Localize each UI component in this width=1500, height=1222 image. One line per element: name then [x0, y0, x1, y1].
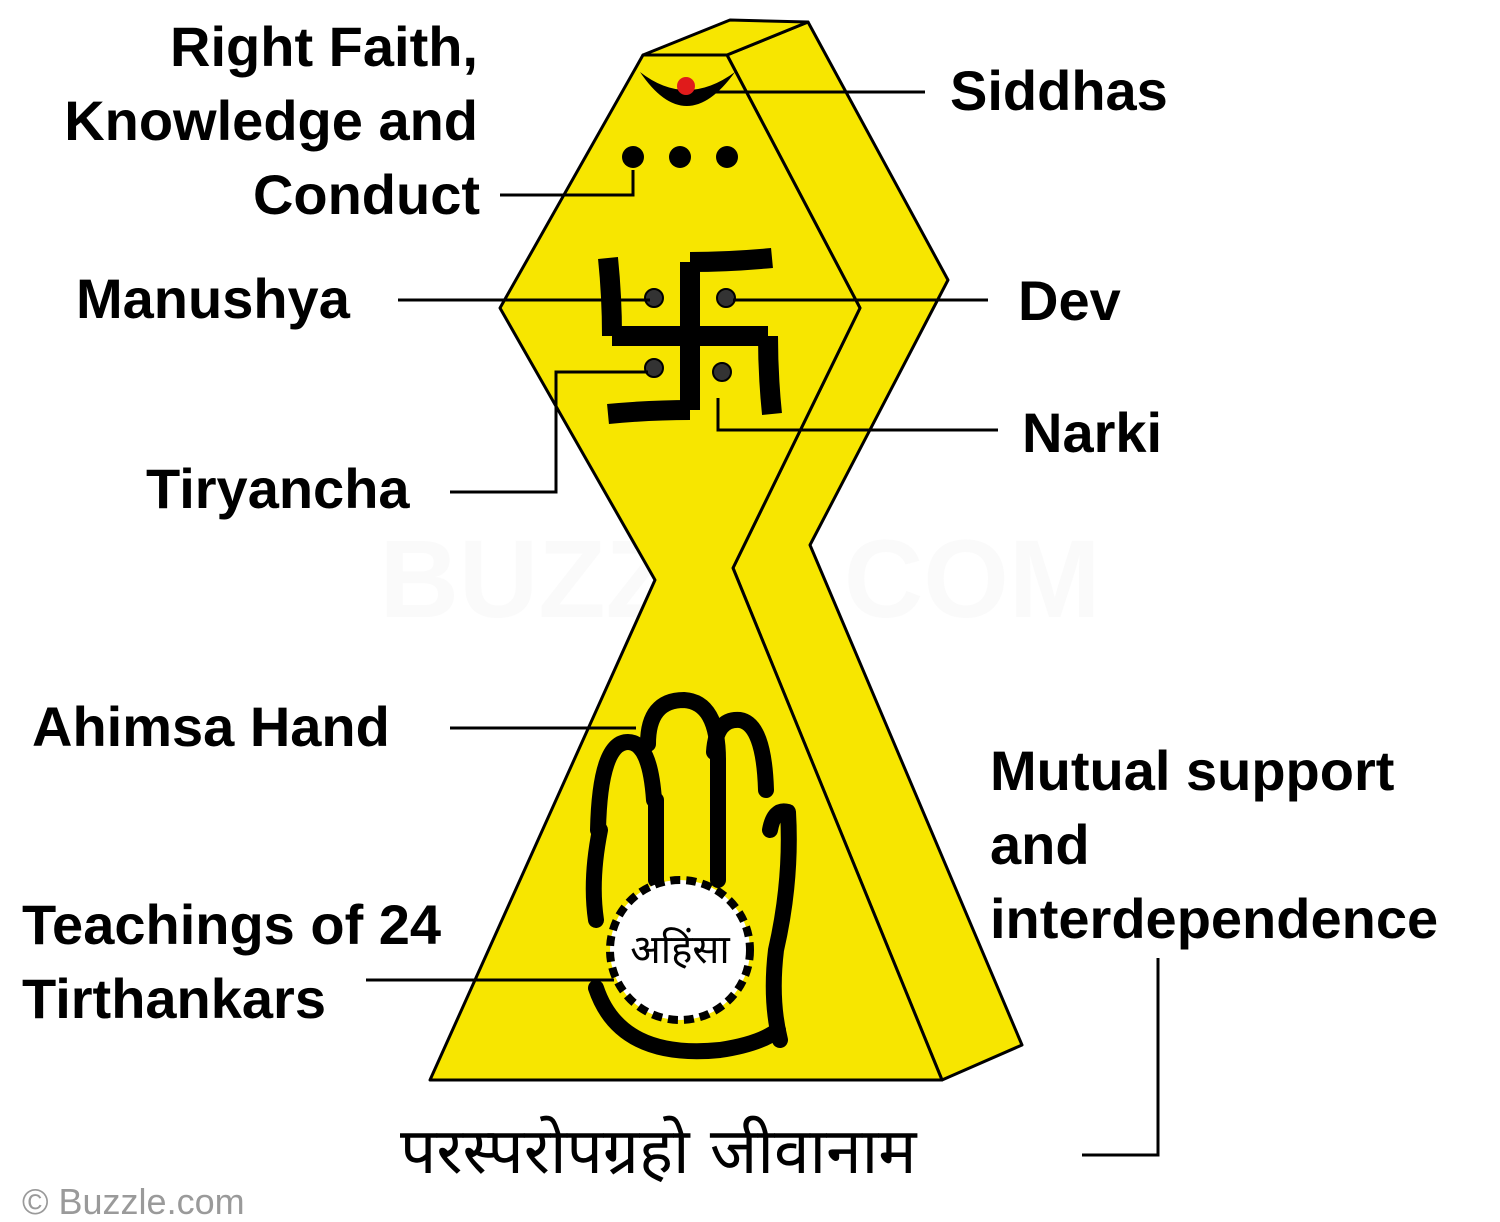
label-narki: Narki — [1022, 401, 1163, 464]
label-mutual-3: interdependence — [990, 887, 1439, 950]
label-ahimsa-hand: Ahimsa Hand — [32, 695, 390, 758]
leader-right-faith — [500, 170, 635, 197]
label-mutual-2: and — [990, 813, 1090, 876]
ratna-dot-3 — [716, 146, 738, 168]
leader-narki — [716, 398, 998, 432]
palm-text: अहिंसा — [630, 927, 730, 973]
leader-lines — [366, 90, 1160, 1157]
ahimsa-hand-symbol — [585, 692, 797, 1060]
ratna-dot-1 — [622, 146, 644, 168]
swastika-flower-dots — [644, 288, 736, 382]
label-dev: Dev — [1018, 269, 1121, 332]
label-right-faith-3: Conduct — [252, 163, 480, 226]
motto-text: परस्परोपग्रहो जीवानाम — [400, 1115, 917, 1189]
crescent-symbol — [640, 72, 735, 106]
ratna-dot-2 — [669, 146, 691, 168]
label-mutual-1: Mutual support — [990, 739, 1395, 802]
label-teachings-2: Tirthankars — [22, 967, 326, 1030]
label-right-faith-1: Right Faith, — [170, 15, 478, 78]
siddha-dot — [677, 77, 695, 95]
label-siddhas: Siddhas — [950, 59, 1168, 122]
label-teachings-1: Teachings of 24 — [22, 893, 442, 956]
leader-tiryancha — [450, 370, 648, 494]
label-manushya: Manushya — [76, 267, 350, 330]
label-tiryancha: Tiryancha — [146, 457, 410, 520]
palm-wheel-inner — [618, 888, 742, 1012]
credit-text: © Buzzle.com — [22, 1181, 245, 1222]
label-right-faith-2: Knowledge and — [64, 89, 478, 152]
emblem-front-face — [428, 53, 944, 1082]
swastika-symbol — [598, 248, 782, 424]
leader-mutual — [1082, 958, 1160, 1157]
